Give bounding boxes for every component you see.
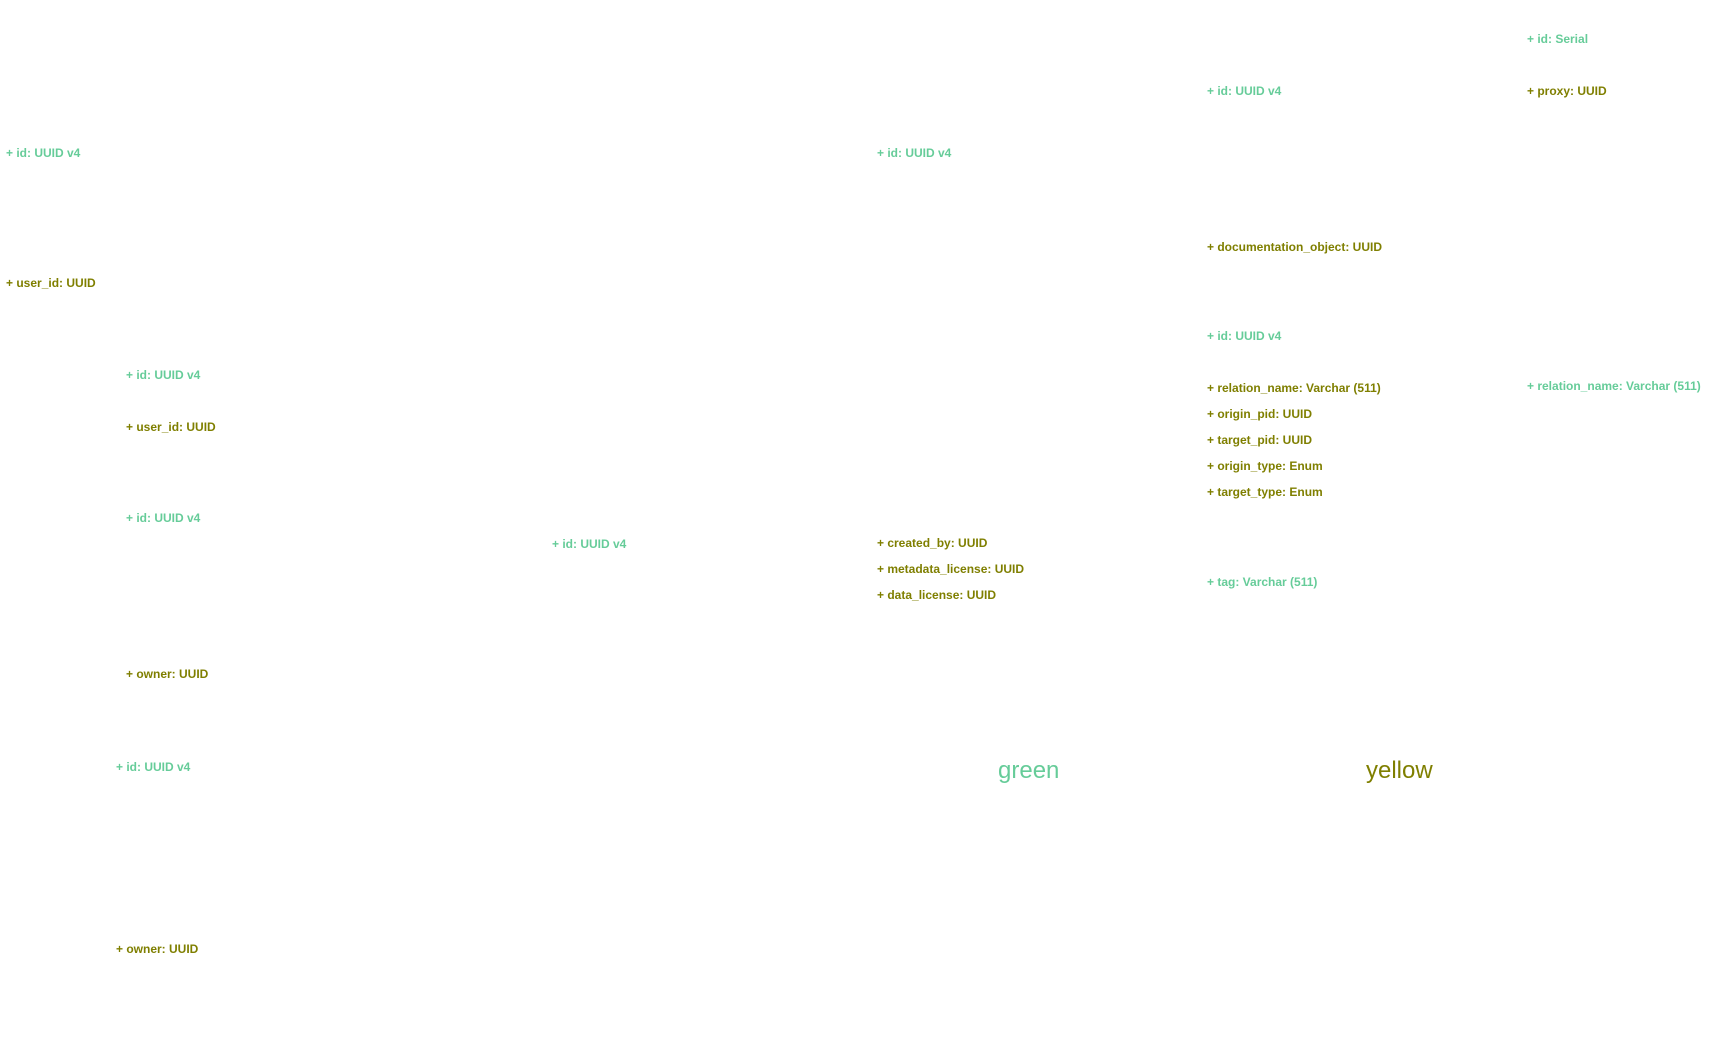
field-id: + id: UUID v4 — [552, 537, 627, 551]
field-id: + id: UUID v4 — [116, 760, 191, 774]
field-documentation-object: + documentation_object: UUID — [1207, 240, 1383, 254]
field-id: + id: UUID v4 — [1207, 84, 1282, 98]
field-id: + id: UUID v4 — [6, 146, 81, 160]
field-id: + id: Serial — [1527, 32, 1589, 46]
field-tag: + tag: Varchar (511) — [1207, 575, 1318, 589]
field-created-by: + created_by: UUID — [877, 536, 988, 550]
legend-green: green — [998, 757, 1060, 784]
field-id: + id: UUID v4 — [877, 146, 952, 160]
field-owner: + owner: UUID — [126, 667, 209, 681]
field-proxy: + proxy: UUID — [1527, 84, 1607, 98]
legend-yellow: yellow — [1366, 757, 1433, 784]
field-origin-type: + origin_type: Enum — [1207, 459, 1323, 473]
field-id: + id: UUID v4 — [126, 368, 201, 382]
field-user-id: + user_id: UUID — [126, 420, 216, 434]
field-id: + id: UUID v4 — [1207, 329, 1282, 343]
field-metadata-license: + metadata_license: UUID — [877, 562, 1025, 576]
field-data-license: + data_license: UUID — [877, 588, 997, 602]
field-relation-name: + relation_name: Varchar (511) — [1527, 379, 1701, 393]
field-target-pid: + target_pid: UUID — [1207, 433, 1313, 447]
field-relation-name: + relation_name: Varchar (511) — [1207, 381, 1381, 395]
field-owner: + owner: UUID — [116, 942, 199, 956]
field-origin-pid: + origin_pid: UUID — [1207, 407, 1312, 421]
field-id: + id: UUID v4 — [126, 511, 201, 525]
field-user-id: + user_id: UUID — [6, 276, 96, 290]
field-target-type: + target_type: Enum — [1207, 485, 1323, 499]
